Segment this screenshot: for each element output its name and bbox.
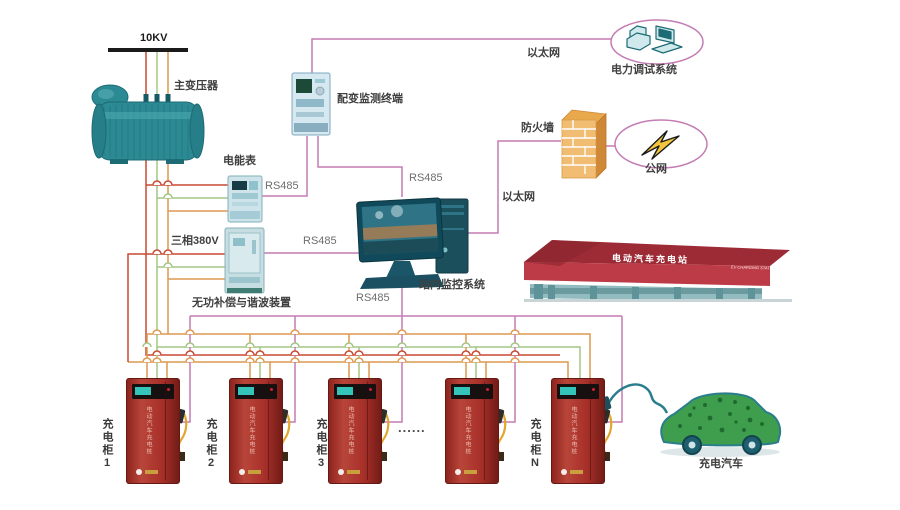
transformer-image bbox=[91, 84, 205, 164]
firewall-icon bbox=[561, 109, 607, 179]
charging-cabinet-n: 电动汽车充电桩 bbox=[551, 378, 605, 484]
cabinet-1-label: 充电柜1 bbox=[101, 418, 113, 471]
public-network-icon bbox=[614, 119, 708, 169]
cabinet-logo bbox=[455, 469, 461, 475]
compensation-label: 无功补偿与谐波装置 bbox=[192, 297, 291, 309]
firewall-label: 防火墙 bbox=[521, 122, 554, 134]
ev-car bbox=[599, 383, 782, 457]
charging-cable bbox=[606, 383, 669, 414]
transformer-label: 主变压器 bbox=[174, 80, 218, 92]
ethernet-label-top: 以太网 bbox=[527, 47, 560, 59]
three-phase-label: 三相380V bbox=[171, 235, 219, 247]
lightning-icon bbox=[641, 130, 680, 160]
charging-cabinet-2: 电动汽车充电桩 bbox=[229, 378, 283, 484]
energy-meter-device bbox=[227, 175, 263, 223]
cabinet-body-text: 电动汽车充电桩 bbox=[145, 406, 151, 455]
ethernet-label-right: 以太网 bbox=[502, 191, 535, 203]
wire-pc-bus-cab3 bbox=[383, 265, 403, 423]
charging-cabinet-4: 电动汽车充电桩 bbox=[445, 378, 499, 484]
cabinet-display bbox=[334, 384, 376, 399]
dispatch-system-label: 电力调试系统 bbox=[611, 64, 677, 76]
cabinet-body-text: 电动汽车充电桩 bbox=[248, 406, 254, 455]
compensation-cabinet bbox=[224, 227, 265, 294]
wire-ethernet-top bbox=[311, 38, 612, 74]
cabinet-2-label: 充电柜2 bbox=[205, 418, 217, 471]
cabinet-body-text: 电动汽车充电桩 bbox=[570, 406, 576, 455]
cabinet-display bbox=[557, 384, 599, 399]
cabinet-logo bbox=[561, 469, 567, 475]
terminal-label: 配变监测终端 bbox=[337, 93, 403, 105]
station-sign-text: 电动汽车充电站 bbox=[611, 252, 690, 266]
wire-meter-terminal bbox=[262, 136, 308, 197]
cabinet-logo bbox=[239, 469, 245, 475]
ellipsis-label: ...... bbox=[398, 420, 426, 435]
cabinet-display bbox=[451, 384, 493, 399]
terminal-device bbox=[291, 72, 331, 136]
rs485-label-meter: RS485 bbox=[265, 180, 299, 192]
rs485-label-bus: RS485 bbox=[356, 292, 390, 304]
voltage-label: 10KV bbox=[140, 32, 168, 44]
dispatch-system-icon bbox=[610, 19, 704, 65]
cabinet-logo bbox=[136, 469, 142, 475]
public-network-label: 公网 bbox=[645, 163, 667, 175]
cabinet-display bbox=[132, 384, 174, 399]
cabinet-n-label: 充电柜N bbox=[529, 418, 541, 471]
station-monitor-label: 站内监控系统 bbox=[419, 279, 485, 291]
wire-green-phase bbox=[156, 52, 581, 378]
cabinet-body-text: 电动汽车充电桩 bbox=[347, 406, 353, 455]
charging-cabinet-1: 电动汽车充电桩 bbox=[126, 378, 180, 484]
charging-car-label: 充电汽车 bbox=[699, 458, 743, 470]
cabinet-display bbox=[235, 384, 277, 399]
meter-label: 电能表 bbox=[223, 155, 256, 167]
monitoring-computer bbox=[356, 197, 469, 289]
wire-orange-bottom-bus bbox=[128, 361, 569, 378]
wire-pc-firewall bbox=[468, 140, 561, 234]
rs485-ethernet-wires bbox=[181, 38, 623, 423]
rs485-label-compensation-pc: RS485 bbox=[303, 235, 337, 247]
cabinet-3-label: 充电柜3 bbox=[315, 418, 327, 471]
cabinet-body-text: 电动汽车充电桩 bbox=[464, 406, 470, 455]
rs485-label-terminal-pc: RS485 bbox=[409, 172, 443, 184]
charging-cabinet-3: 电动汽车充电桩 bbox=[328, 378, 382, 484]
charging-station-building bbox=[524, 240, 792, 302]
cabinet-logo bbox=[338, 469, 344, 475]
wire-terminal-pc bbox=[317, 136, 403, 197]
